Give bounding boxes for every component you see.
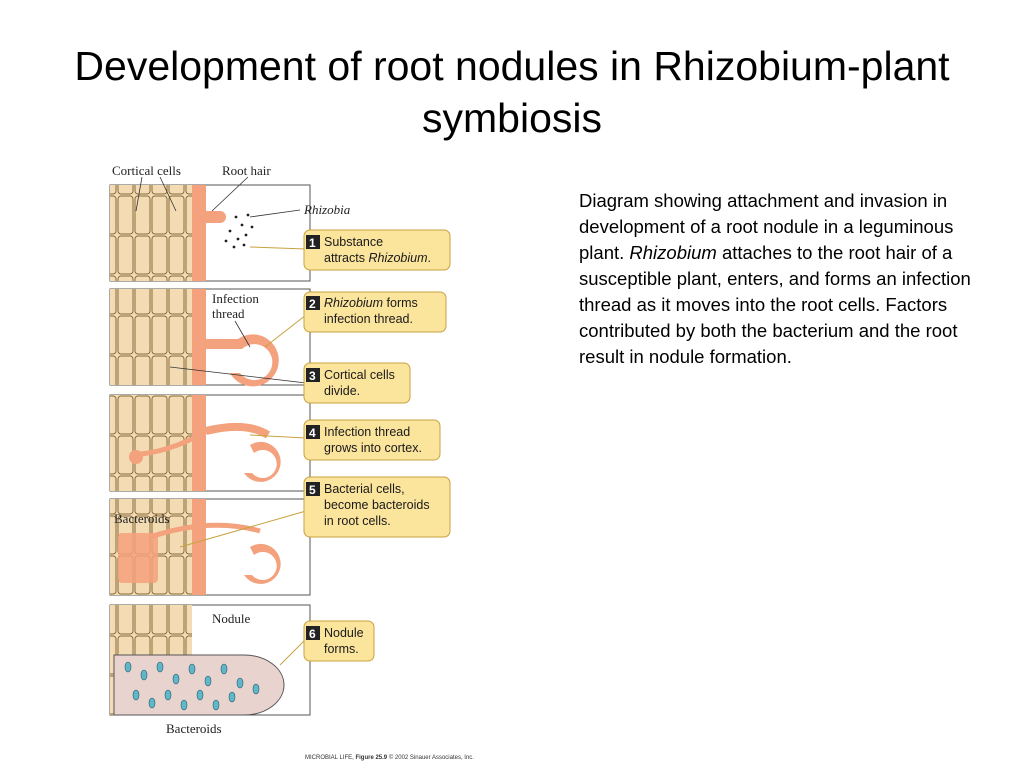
label-infection-2: thread xyxy=(212,306,245,321)
figure-credit: MICROBIAL LIFE, Figure 25.9 © 2002 Sinau… xyxy=(305,754,474,761)
label-infection-1: Infection xyxy=(212,291,259,306)
step-6-number: 6 xyxy=(309,627,316,641)
step-4-number: 4 xyxy=(309,426,316,440)
step-6-line1: Nodule xyxy=(324,626,364,640)
step-1-line1: Substance xyxy=(324,235,383,249)
panel-2: Infection thread xyxy=(109,288,311,387)
nodule-development-diagram: Cortical cells Root hair Rhizobia Infect… xyxy=(109,163,474,761)
step-2-line1: Rhizobium forms xyxy=(324,296,418,310)
step-1-line2: attracts Rhizobium. xyxy=(324,251,431,265)
panel-5: Nodule Bacteroids xyxy=(109,604,311,736)
panel-4: Bacteroids xyxy=(109,498,311,596)
step-6-line2: forms. xyxy=(324,642,359,656)
callout-step-3: 3 Cortical cells divide. xyxy=(169,362,411,404)
callout-step-6: 6 Nodule forms. xyxy=(279,620,375,666)
label-nodule: Nodule xyxy=(212,611,251,626)
description-line1: Diagram showing attachment and invasion … xyxy=(579,190,954,263)
callout-step-5: 5 Bacterial cells, become bacteroids in … xyxy=(179,476,451,548)
step-3-number: 3 xyxy=(309,369,316,383)
step-3-line2: divide. xyxy=(324,384,360,398)
step-1-number: 1 xyxy=(309,236,316,250)
step-5-number: 5 xyxy=(309,483,316,497)
panel-1: Rhizobia xyxy=(109,176,351,282)
label-bacteroids-bottom: Bacteroids xyxy=(166,721,222,736)
description-text: Diagram showing attachment and invasion … xyxy=(579,188,999,370)
rhizobia-cluster xyxy=(224,213,254,249)
step-5-line1: Bacterial cells, xyxy=(324,482,405,496)
step-5-line3: in root cells. xyxy=(324,514,391,528)
slide-title: Development of root nodules in Rhizobium… xyxy=(74,43,950,141)
step-5-line2: become bacteroids xyxy=(324,498,430,512)
callout-step-2: 2 Rhizobium forms infection thread. xyxy=(264,291,447,348)
description-italic: Rhizobium xyxy=(629,242,717,263)
description-line2: attaches to the root hair of a susceptib… xyxy=(579,242,971,367)
panel-3 xyxy=(109,394,311,492)
step-2-number: 2 xyxy=(309,297,316,311)
step-4-line1: Infection thread xyxy=(324,425,410,439)
label-bacteroids-top: Bacteroids xyxy=(114,511,170,526)
label-cortical-cells: Cortical cells xyxy=(112,163,181,178)
callout-step-4: 4 Infection thread grows into cortex. xyxy=(249,419,441,461)
root-hair-shape xyxy=(206,211,226,223)
callout-step-1: 1 Substance attracts Rhizobium. xyxy=(249,229,451,271)
bacteroid-cells xyxy=(124,661,260,711)
label-rhizobia: Rhizobia xyxy=(303,202,351,217)
step-3-line1: Cortical cells xyxy=(324,368,395,382)
label-root-hair: Root hair xyxy=(222,163,271,178)
step-2-line2: infection thread. xyxy=(324,312,413,326)
step-4-line2: grows into cortex. xyxy=(324,441,422,455)
